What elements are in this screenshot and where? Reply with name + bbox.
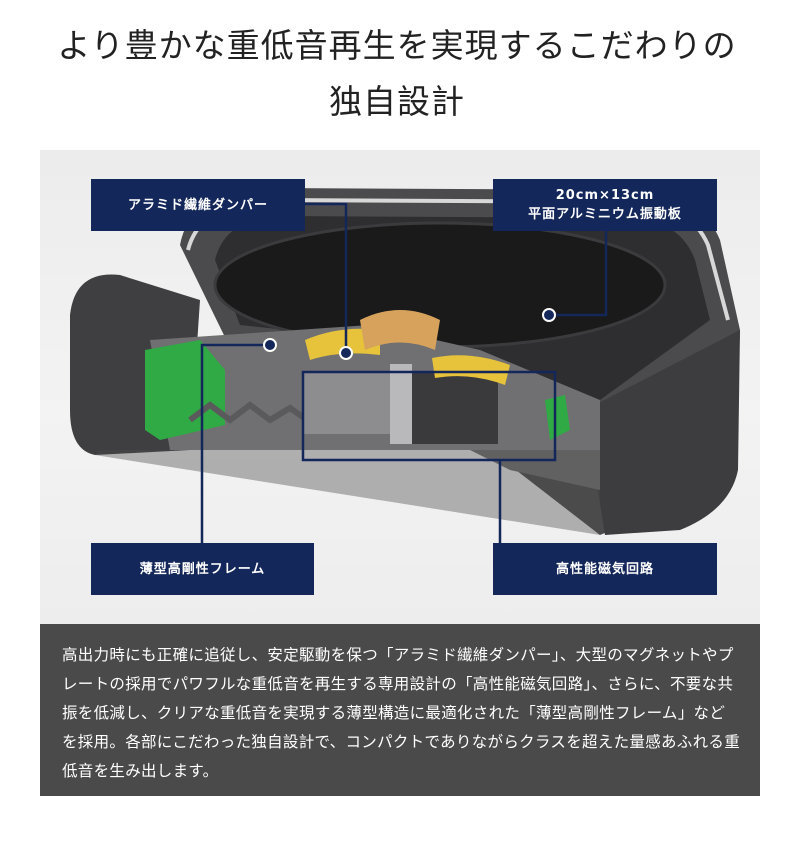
pole-piece — [390, 364, 412, 444]
description-text: 高出力時にも正確に追従し、安定駆動を保つ「アラミド繊維ダンパー」、大型のマグネッ… — [62, 646, 741, 780]
diaphragm-callout-line — [549, 230, 608, 317]
frame-callout-dot — [263, 338, 277, 352]
label-frame-text: 薄型高剛性フレーム — [139, 561, 266, 577]
label-magnet-text: 高性能磁気回路 — [555, 561, 654, 577]
frame-callout-line — [200, 343, 270, 543]
page-heading: より豊かな重低音再生を実現するこだわりの 独自設計 — [0, 18, 794, 130]
damper-right — [432, 355, 510, 385]
pcb-right — [545, 395, 570, 440]
label-frame: 薄型高剛性フレーム — [91, 543, 314, 595]
damper-callout-dot — [339, 346, 353, 360]
description-panel: 高出力時にも正確に追従し、安定駆動を保つ「アラミド繊維ダンパー」、大型のマグネッ… — [40, 624, 760, 796]
diaphragm-plate — [213, 221, 667, 349]
label-diaphragm-line-2: 平面アルミニウム振動板 — [528, 207, 682, 222]
heading-line-1: より豊かな重低音再生を実現するこだわりの — [57, 26, 737, 65]
pcb-left — [145, 340, 225, 440]
speaker-cutaway-illustration — [70, 188, 740, 543]
magnet-right — [408, 372, 498, 444]
diaphragm-callout-dot — [542, 308, 556, 322]
housing-right-wall — [585, 330, 740, 535]
housing-bottom — [95, 450, 600, 535]
label-diaphragm: 20cm×13cm 平面アルミニウム振動板 — [493, 179, 717, 231]
label-damper: アラミド繊維ダンパー — [91, 179, 305, 231]
magnet-callout-box — [301, 370, 557, 462]
label-magnet: 高性能磁気回路 — [493, 543, 717, 595]
heading-line-2: 独自設計 — [329, 82, 465, 121]
voice-coil — [360, 310, 440, 350]
damper-callout-line — [305, 202, 348, 353]
frame-ribs — [188, 401, 312, 425]
label-diaphragm-line-1: 20cm×13cm — [555, 188, 655, 203]
magnet-left — [302, 372, 397, 434]
label-damper-text: アラミド繊維ダンパー — [127, 197, 268, 213]
speaker-cutaway-figure: アラミド繊維ダンパー 20cm×13cm 平面アルミニウム振動板 薄型高剛性フレ… — [40, 150, 760, 624]
damper-left — [305, 328, 380, 360]
